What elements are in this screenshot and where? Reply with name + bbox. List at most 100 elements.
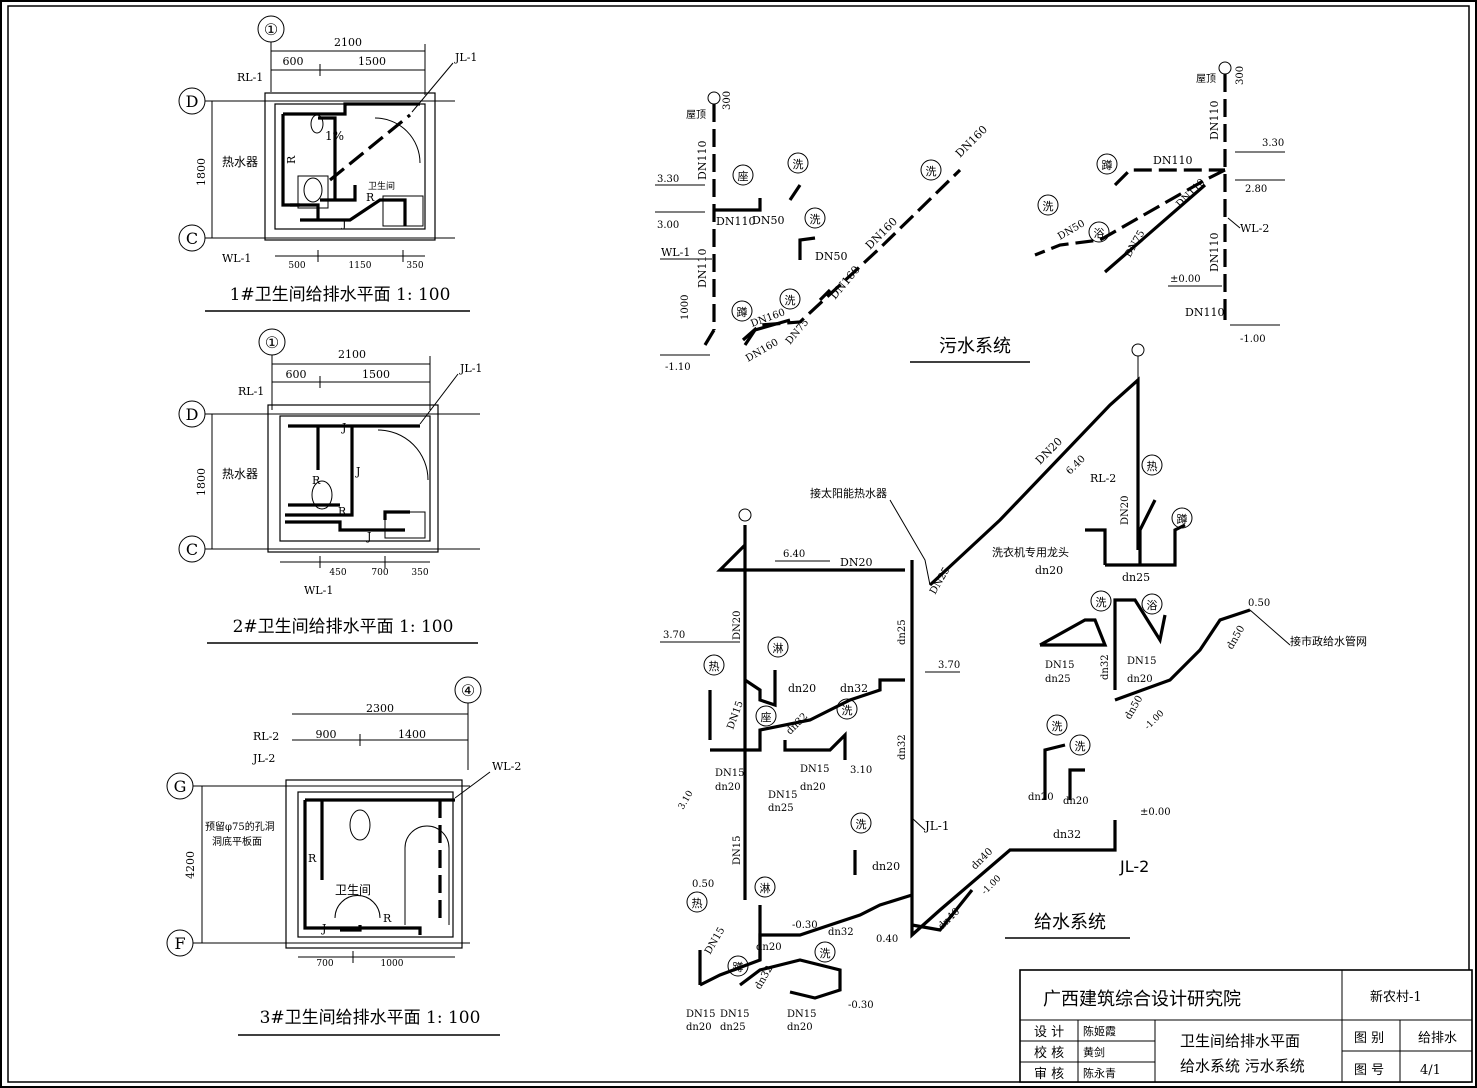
pipe-size: DN50 <box>815 250 847 263</box>
pipe-size: DN50 <box>752 214 784 227</box>
pipe-size: dn20 <box>715 782 741 793</box>
role-label: 校 核 <box>1034 1045 1064 1061</box>
fixture-symbol: 洗 <box>820 947 831 960</box>
fixture-symbol: 洗 <box>785 294 796 307</box>
pipe-size: dn20 <box>1028 792 1054 803</box>
axis-label: C <box>186 540 198 559</box>
pipe-size: DN15 <box>1127 656 1157 667</box>
pipe-size: DN15 <box>720 1009 750 1020</box>
fixture-symbol: 洗 <box>793 158 804 171</box>
fixture-symbol: 蹲 <box>1177 512 1188 526</box>
pipe-tag: J <box>342 103 347 116</box>
axis-label: ① <box>265 333 279 352</box>
note-text: 预留φ75的孔洞 <box>205 820 275 833</box>
fixture-symbol: 洗 <box>842 704 853 717</box>
riser-label: WL-2 <box>1240 222 1269 235</box>
fixture-symbol: 淋 <box>773 642 784 655</box>
elevation-text: -1.00 <box>1240 334 1266 345</box>
dimension-text: 1000 <box>381 959 404 969</box>
fixture-symbol: 蹲 <box>1102 158 1113 172</box>
pipe-size: DN20 <box>732 611 743 641</box>
note-text: 接太阳能热水器 <box>810 486 887 500</box>
dimension-text: 2300 <box>366 702 394 715</box>
axis-label: D <box>186 405 199 424</box>
section-title: 污水系统 <box>939 336 1011 357</box>
dimension-text: 2100 <box>338 348 366 361</box>
riser-label: RL-2 <box>1090 472 1116 485</box>
dimension-text: 1500 <box>362 368 390 381</box>
pipe-tag: R <box>285 155 298 164</box>
riser-label: JL-1 <box>923 819 949 833</box>
dimension-text: 2100 <box>334 36 362 49</box>
plan-1: ① D C 2100 600 1500 1800 500 1150 350 <box>178 15 477 312</box>
project-name: 新农村-1 <box>1370 989 1422 1005</box>
riser-label: JL-1 <box>459 362 482 375</box>
elevation-text: 0.50 <box>692 879 714 890</box>
fixture-symbol: 热 <box>692 897 703 910</box>
dimension-text: 300 <box>722 91 733 110</box>
pipe-size: DN110 <box>1153 154 1192 167</box>
pipe-size: dn20 <box>756 942 782 953</box>
axis-label: D <box>186 92 199 111</box>
role-label: 审 核 <box>1034 1067 1064 1082</box>
pipe-size: dn25 <box>1122 571 1150 584</box>
elevation-text: 3.10 <box>850 765 872 776</box>
plan-title: 2#卫生间给排水平面 1: 100 <box>233 617 454 637</box>
fixture-symbol: 洗 <box>1043 200 1054 213</box>
pipe-size: DN15 <box>787 1009 817 1020</box>
dimension-text: 900 <box>316 728 337 741</box>
pipe-size: dn32 <box>897 734 908 760</box>
pipe-size: DN15 <box>686 1009 716 1020</box>
fixture-symbol: 蹲 <box>733 960 744 974</box>
inner-frame <box>7 5 1470 1083</box>
elevation-text: -0.30 <box>848 1000 874 1011</box>
pipe-tag: R <box>366 191 375 204</box>
pipe-size: DN110 <box>1208 233 1221 272</box>
dimension-text: 1800 <box>195 468 208 496</box>
riser-label: RL-2 <box>253 730 279 743</box>
pipe-size: dn32 <box>840 682 868 695</box>
elevation-text: 3.70 <box>663 630 685 641</box>
elevation-text: 2.80 <box>1245 184 1267 195</box>
pipe-size: dn25 <box>1045 674 1071 685</box>
pipe-tag: R <box>338 505 347 518</box>
pipe-size: dn20 <box>1063 796 1089 807</box>
elevation-text: 0.50 <box>1248 598 1270 609</box>
dimension-text: 700 <box>316 959 333 969</box>
riser-label: RL-1 <box>238 385 264 398</box>
axis-label: ① <box>264 20 278 39</box>
fixture-symbol: 热 <box>709 660 720 673</box>
pipe-tag: J <box>321 922 326 935</box>
dimension-text: 1150 <box>349 261 372 271</box>
axis-label: G <box>174 777 187 796</box>
riser-label: WL-1 <box>304 584 333 597</box>
elevation-text: 0.40 <box>876 934 898 945</box>
category-value: 给排水 <box>1418 1031 1457 1046</box>
signer-name: 陈永青 <box>1083 1066 1116 1080</box>
dimension-text: 600 <box>283 55 304 68</box>
plan-title: 3#卫生间给排水平面 1: 100 <box>260 1008 481 1028</box>
riser-label: WL-2 <box>492 760 521 773</box>
elevation-text: ±0.00 <box>1140 807 1171 818</box>
section-title: 给水系统 <box>1034 912 1106 933</box>
fixture-label: 热水器 <box>222 155 258 169</box>
pipe-size: DN110 <box>1185 306 1224 319</box>
drawing-title: 卫生间给排水平面 <box>1180 1032 1300 1050</box>
fixture-symbol: 浴 <box>1147 599 1158 612</box>
pipe-size: dn20 <box>686 1022 712 1033</box>
pipe-tag: J <box>366 530 371 543</box>
plan-2: ① D C 2100 600 1500 1800 450 700 350 RL- <box>178 328 482 644</box>
fixture-symbol: 洗 <box>856 818 867 831</box>
pipe-size: DN20 <box>1120 496 1131 526</box>
elevation-text: -1.10 <box>665 362 691 373</box>
fixture-symbol: 浴 <box>1094 227 1105 240</box>
riser-label: WL-1 <box>222 252 251 265</box>
role-label: 设 计 <box>1034 1025 1064 1040</box>
pipe-size: dn20 <box>788 682 816 695</box>
axis-label: C <box>186 229 198 248</box>
pipe-size: DN15 <box>1045 660 1075 671</box>
pipe-tag: R <box>383 912 392 925</box>
dimension-text: 1400 <box>398 728 426 741</box>
room-label: 卫生间 <box>335 883 371 897</box>
pipe-size: DN110 <box>1208 101 1221 140</box>
